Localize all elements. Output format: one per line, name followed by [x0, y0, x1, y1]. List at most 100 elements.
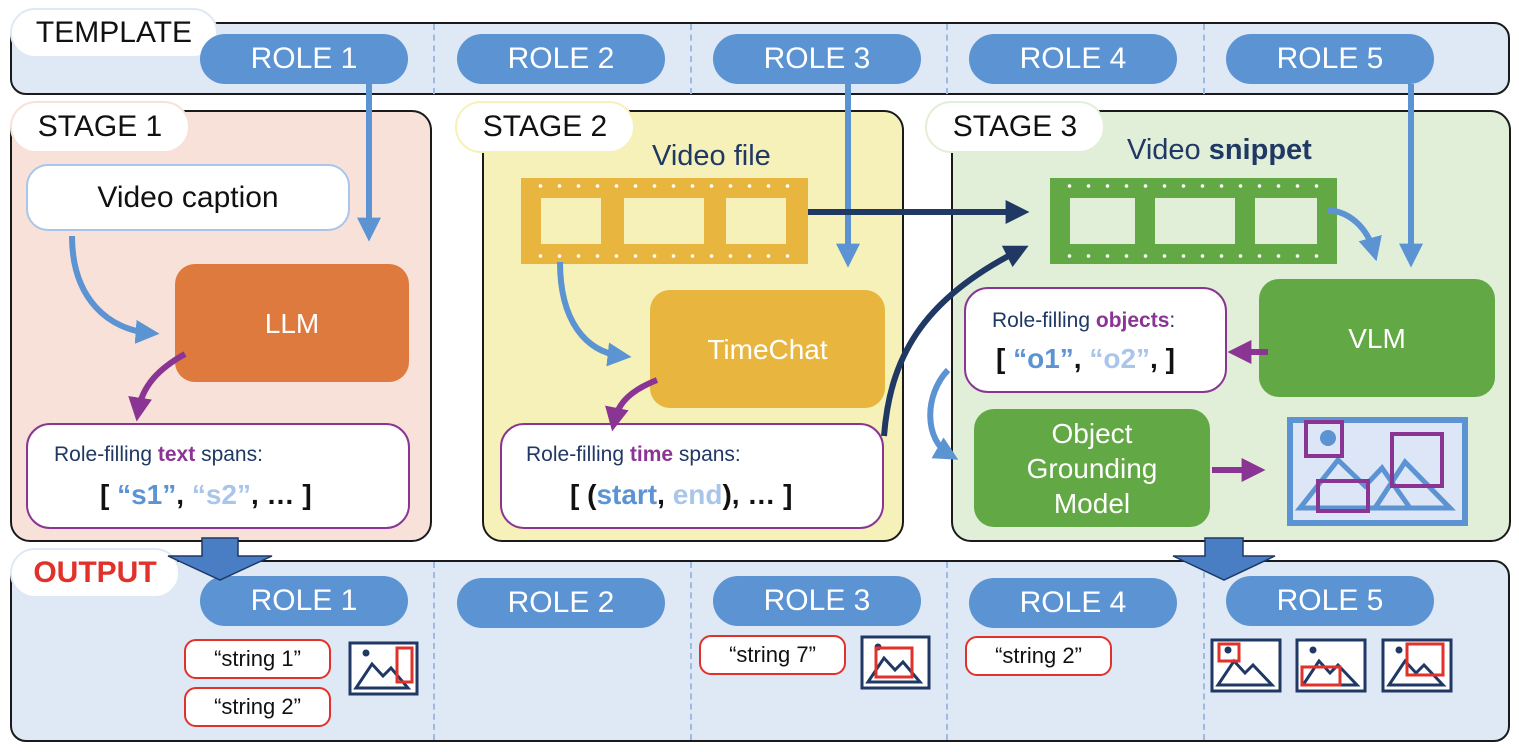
grounding-line-2: Grounding: [1026, 452, 1158, 484]
time-end: end: [672, 479, 723, 510]
list-close: , ]: [1150, 343, 1175, 374]
text-spans-suffix: spans:: [195, 443, 263, 466]
image-icon: [860, 635, 931, 690]
output-label: OUTPUT: [10, 548, 180, 598]
output-divider: [690, 562, 692, 740]
time-spans-keyword: time: [629, 443, 674, 466]
list-open: [: [996, 343, 1014, 374]
film-strip-icon: [1050, 178, 1337, 264]
output-divider: [433, 562, 435, 740]
object-grounding-model-box: Object Grounding Model: [974, 409, 1210, 527]
video-snippet-prefix: Video: [1127, 134, 1209, 166]
caption-to-llm-arrow: [69, 235, 160, 344]
output-role-5: ROLE 5: [1226, 576, 1434, 626]
image-icon: [1287, 417, 1468, 526]
output-role-1: ROLE 1: [200, 576, 408, 626]
image-icon: [1295, 638, 1367, 693]
template-role-3: ROLE 3: [713, 34, 921, 84]
template-role-4: ROLE 4: [969, 34, 1177, 84]
text-spans-keyword: text: [157, 443, 196, 466]
template-role-5: ROLE 5: [1226, 34, 1434, 84]
film-strip-icon: [521, 178, 808, 264]
list-sep: ,: [657, 479, 673, 510]
snippet-to-vlm-arrow: [1327, 207, 1382, 262]
time-spans-suffix: spans:: [673, 443, 741, 466]
text-spans-box: Role-filling text spans: [ “s1”, “s2”, ……: [26, 423, 410, 529]
video-caption-box: Video caption: [26, 164, 350, 231]
grounding-line-3: Model: [1053, 487, 1131, 519]
film-frame: [726, 198, 786, 244]
llm-to-text-spans-arrow: [128, 351, 187, 422]
image-icon: [1381, 638, 1453, 693]
objects-prefix: Role-filling: [992, 309, 1096, 332]
template-divider: [690, 24, 692, 94]
template-divider: [946, 24, 948, 94]
span-item-2: “s2”: [191, 479, 251, 510]
list-sep: ,: [1073, 343, 1090, 374]
film-holes-bottom: [531, 254, 798, 258]
stage-1-label: STAGE 1: [10, 101, 190, 153]
list-close: , … ]: [250, 479, 312, 510]
stage-2-label: STAGE 2: [455, 101, 635, 153]
film-frame: [624, 198, 704, 244]
video-caption-text: Video caption: [97, 180, 279, 214]
output-string: “string 2”: [965, 636, 1112, 676]
output-role-3: ROLE 3: [713, 576, 921, 626]
stage-3-label: STAGE 3: [925, 101, 1105, 153]
output-string: “string 2”: [184, 687, 331, 727]
grounding-line-1: Object: [1051, 417, 1133, 449]
vlm-box: VLM: [1259, 279, 1495, 397]
objects-title: Role-filling objects:: [992, 309, 1175, 333]
text-spans-title: Role-filling text spans:: [54, 443, 263, 467]
timechat-to-time-spans-arrow: [605, 377, 659, 432]
llm-box: LLM: [175, 264, 409, 382]
stage-1-output-arrow: [167, 537, 273, 581]
image-icon: [348, 641, 419, 696]
template-divider: [433, 24, 435, 94]
output-string: “string 7”: [699, 635, 846, 675]
template-label: TEMPLATE: [10, 8, 218, 58]
film-frame: [1070, 198, 1135, 244]
objects-list: [ “o1”, “o2”, ]: [996, 343, 1175, 375]
list-close: ), … ]: [722, 479, 793, 510]
object-item-2: “o2”: [1089, 343, 1151, 374]
film-holes-bottom: [1060, 254, 1327, 258]
time-spans-list: [ (start, end), … ]: [570, 479, 792, 511]
text-spans-list: [ “s1”, “s2”, … ]: [100, 479, 312, 511]
image-icon: [1210, 638, 1282, 693]
list-open: [ (: [570, 479, 597, 510]
film-frame: [1255, 198, 1317, 244]
objects-box: Role-filling objects: [ “o1”, “o2”, ]: [964, 287, 1227, 393]
template-role-2: ROLE 2: [457, 34, 665, 84]
output-divider: [1203, 562, 1205, 740]
output-role-4: ROLE 4: [969, 578, 1177, 628]
time-start: start: [596, 479, 658, 510]
film-frame: [541, 198, 601, 244]
video-snippet-bold: snippet: [1208, 134, 1312, 166]
objects-to-grounding-arrow: [927, 367, 959, 460]
text-spans-prefix: Role-filling: [54, 443, 158, 466]
film-holes-top: [1060, 184, 1327, 188]
output-divider: [946, 562, 948, 740]
list-sep: ,: [176, 479, 192, 510]
film-holes-top: [531, 184, 798, 188]
time-spans-prefix: Role-filling: [526, 443, 630, 466]
time-spans-to-snippet-arrow: [881, 245, 1029, 437]
stage-3-output-arrow: [1172, 537, 1276, 581]
list-open: [: [100, 479, 118, 510]
objects-suffix: :: [1169, 309, 1176, 332]
span-item-1: “s1”: [117, 479, 177, 510]
object-item-1: “o1”: [1013, 343, 1074, 374]
template-divider: [1203, 24, 1205, 94]
time-spans-title: Role-filling time spans:: [526, 443, 741, 467]
timechat-box: TimeChat: [650, 290, 885, 408]
objects-keyword: objects: [1095, 309, 1170, 332]
output-string: “string 1”: [184, 639, 331, 679]
video-snippet-label: Video snippet: [1127, 134, 1312, 167]
video-file-label: Video file: [652, 140, 771, 172]
output-role-2: ROLE 2: [457, 578, 665, 628]
film-frame: [1155, 198, 1235, 244]
time-spans-box: Role-filling time spans: [ (start, end),…: [500, 423, 884, 529]
template-role-1: ROLE 1: [200, 34, 408, 84]
